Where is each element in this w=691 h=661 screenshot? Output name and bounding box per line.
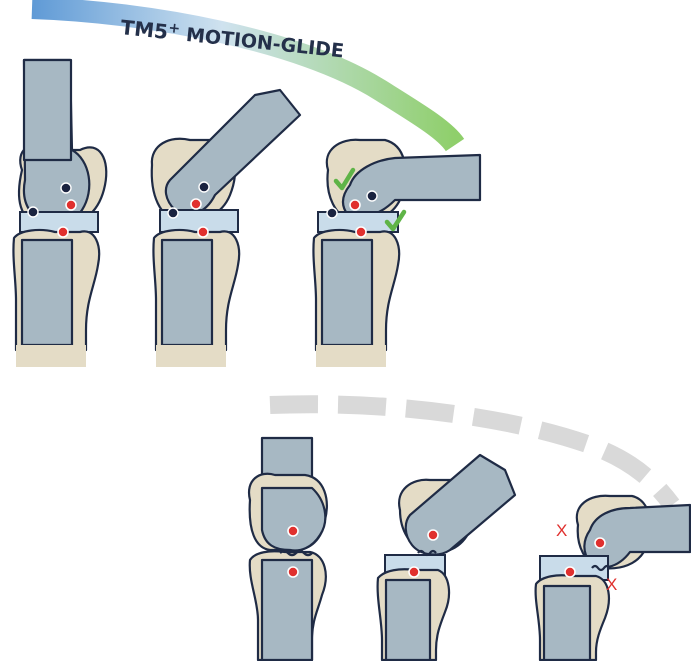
guide-point <box>168 208 178 218</box>
rotation-center-marker <box>595 538 605 548</box>
bottom-knee-partly-flexed <box>378 455 515 660</box>
top-knee-extended <box>13 60 106 367</box>
rotation-center-marker <box>66 200 76 210</box>
guide-point <box>28 207 38 217</box>
title-name: MOTION-GLIDE <box>178 23 345 62</box>
top-knee-flexed <box>313 140 480 367</box>
top-knee-partly-flexed <box>152 90 300 367</box>
bottom-knee-flexed: X X <box>536 496 690 660</box>
rotation-center-marker <box>288 526 298 536</box>
guide-point <box>199 182 209 192</box>
title-brand: TM5 <box>119 15 169 44</box>
guide-point <box>367 191 377 201</box>
rotation-center-marker <box>198 227 208 237</box>
rotation-center-marker <box>288 567 298 577</box>
rotation-center-marker <box>350 200 360 210</box>
rotation-center-marker <box>356 227 366 237</box>
guide-point <box>61 183 71 193</box>
x-mark-icon: X <box>606 575 617 594</box>
rotation-center-marker <box>565 567 575 577</box>
bottom-knee-extended <box>249 438 327 660</box>
rotation-center-marker <box>191 199 201 209</box>
rotation-center-marker <box>58 227 68 237</box>
rotation-center-marker <box>428 530 438 540</box>
guide-point <box>327 208 337 218</box>
rotation-center-marker <box>409 567 419 577</box>
x-mark-icon: X <box>556 521 567 540</box>
motion-glide-title: TM5+ MOTION-GLIDE <box>119 15 345 62</box>
